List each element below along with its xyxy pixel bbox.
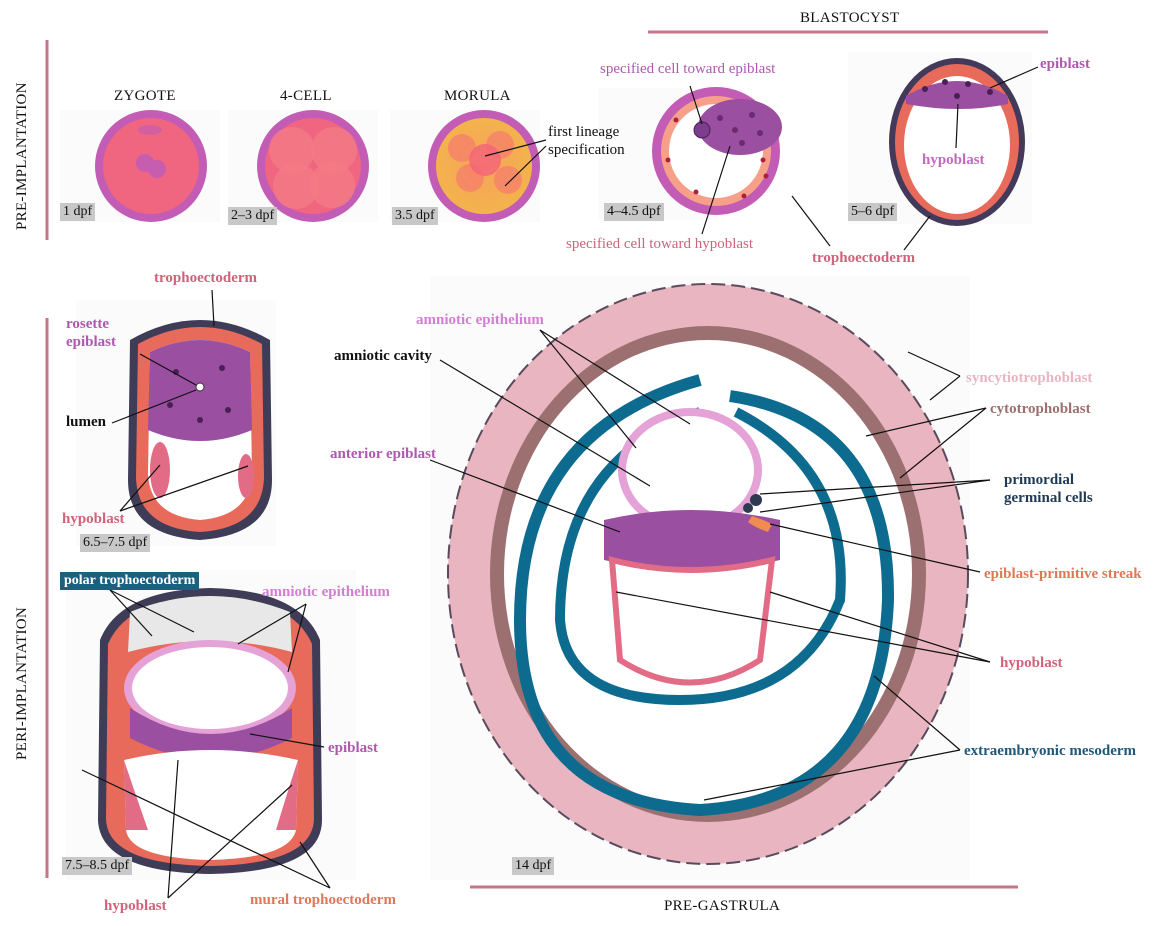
mural-troph-label: mural trophoectoderm: [250, 892, 396, 909]
epiblast-small-label: epiblast: [328, 740, 378, 757]
amniotic-embryo: [66, 570, 356, 880]
pre-gastrula-label: PRE-GASTRULA: [664, 898, 780, 915]
morula: [390, 110, 540, 222]
polar-troph-label: polar trophoectoderm: [60, 572, 199, 590]
dpf-badge-14: 14 dpf: [512, 857, 554, 875]
blastocyst-label: BLASTOCYST: [800, 10, 899, 27]
syncytio-label: syncytiotrophoblast: [966, 370, 1092, 387]
first-lineage-label-1: first lineage: [548, 124, 619, 141]
epiblast-top-label: epiblast: [1040, 56, 1090, 73]
amniotic-big-label: amniotic epithelium: [416, 312, 544, 329]
hypoblast-top-label: hypoblast: [922, 152, 985, 169]
dpf-badge-1: 1 dpf: [60, 203, 95, 221]
cyto-label: cytotrophoblast: [990, 401, 1091, 418]
hypoblast-peri-label: hypoblast: [62, 511, 125, 528]
trophoectoderm-top-label: trophoectoderm: [812, 250, 915, 267]
rosette-label-1: rosette: [66, 316, 109, 333]
first-lineage-label-2: specification: [548, 142, 625, 159]
dpf-badge-2: 2–3 dpf: [228, 207, 277, 225]
late-blastocyst: [848, 52, 1032, 226]
pre-implantation-label: PRE-IMPLANTATION: [14, 82, 31, 230]
dpf-badge-6: 6.5–7.5 dpf: [80, 534, 150, 552]
four-cell-embryo: [228, 110, 378, 222]
epi-ps-label: epiblast-primitive streak: [984, 566, 1142, 583]
lumen-label: lumen: [66, 414, 106, 431]
zygote-title: ZYGOTE: [114, 88, 176, 105]
trophoectoderm-peri-label: trophoectoderm: [154, 270, 257, 287]
spec-hypoblast-label: specified cell toward hypoblast: [566, 236, 753, 253]
dpf-badge-3: 3.5 dpf: [392, 207, 438, 225]
dpf-badge-7: 7.5–8.5 dpf: [62, 857, 132, 875]
anterior-epiblast-label: anterior epiblast: [330, 446, 436, 463]
pre-gastrula-embryo: [430, 276, 970, 880]
morula-title: MORULA: [444, 88, 511, 105]
amniotic-cavity-label: amniotic cavity: [334, 348, 432, 365]
peri-implantation-label: PERI-IMPLANTATION: [14, 607, 31, 760]
early-blastocyst: [598, 87, 782, 220]
four-cell-title: 4-CELL: [280, 88, 332, 105]
hypoblast-big-label: hypoblast: [1000, 655, 1063, 672]
extra-meso-label: extraembryonic mesoderm: [964, 743, 1136, 760]
pgc-label-2: germinal cells: [1004, 490, 1093, 507]
dpf-badge-4: 4–4.5 dpf: [604, 203, 664, 221]
trophoectoderm-pointer-1: [792, 196, 830, 246]
rosette-label-2: epiblast: [66, 334, 116, 351]
dpf-badge-5: 5–6 dpf: [848, 203, 897, 221]
spec-epiblast-label: specified cell toward epiblast: [600, 61, 775, 78]
pgc-label-1: primordial: [1004, 472, 1074, 489]
amniotic-small-label: amniotic epithelium: [262, 584, 390, 601]
hypoblast-small-label: hypoblast: [104, 898, 167, 915]
